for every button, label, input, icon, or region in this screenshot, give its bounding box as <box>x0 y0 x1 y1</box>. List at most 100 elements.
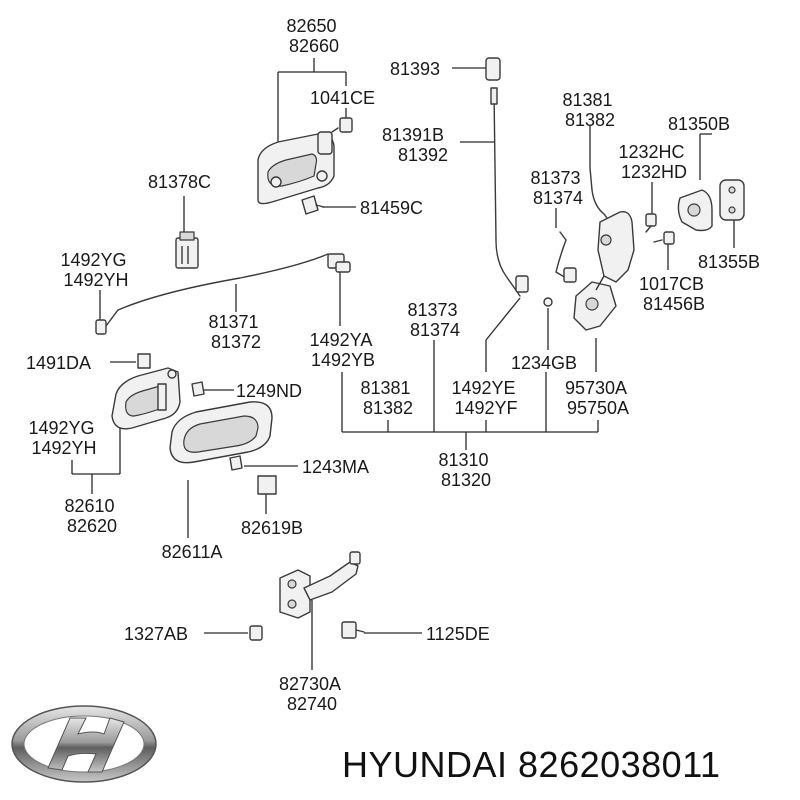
callout-81373-mid: 81373 81374 <box>407 300 462 340</box>
callout-81378c: 81378C <box>148 172 211 192</box>
label-line: 1232HC <box>618 142 684 162</box>
screw-1243ma <box>229 455 243 471</box>
callout-81381-mid: 81381 81382 <box>360 378 415 418</box>
bolt-1125de <box>341 621 365 639</box>
callout-1492yg-lower: 1492YG 1492YH <box>28 418 99 458</box>
lock-rod-part <box>485 57 521 297</box>
callout-82730a: 82730A 82740 <box>279 674 345 714</box>
screw-81459c <box>301 195 325 215</box>
door-latch-assembly <box>573 211 635 331</box>
label-line: 1492YH <box>31 438 96 458</box>
label-line: 81350B <box>668 114 730 134</box>
inside-handle-housing <box>111 367 181 430</box>
label-line: 81378C <box>148 172 211 192</box>
callout-1234gb: 1234GB <box>511 353 577 373</box>
label-line: 81373 <box>407 300 457 320</box>
label-line: 81371 <box>208 312 258 332</box>
label-line: 1041CE <box>310 88 375 108</box>
label-line: 82620 <box>67 516 117 536</box>
label-line: 1017CB <box>639 274 704 294</box>
callout-1041ce: 1041CE <box>310 88 375 108</box>
label-line: 81381 <box>562 90 612 110</box>
callout-81355b: 81355B <box>698 252 760 272</box>
label-line: 1492YF <box>454 398 517 418</box>
hyundai-logo-icon <box>11 705 157 783</box>
callout-1232hc: 1232HC 1232HD <box>618 142 689 182</box>
bolt-1232hc <box>645 213 657 233</box>
label-line: 82619B <box>241 518 303 538</box>
label-line: 1492YG <box>28 418 94 438</box>
label-line: 81393 <box>390 59 440 79</box>
bolt-1017cb <box>653 231 675 245</box>
inside-handle-bezel <box>169 401 273 464</box>
brand-part-number: HYUNDAI 8262038011 <box>342 744 721 785</box>
label-line: 81320 <box>441 470 491 490</box>
callout-1492yg-upper: 1492YG 1492YH <box>60 250 131 290</box>
callout-81459c: 81459C <box>360 198 423 218</box>
callout-81381-top: 81381 81382 <box>562 90 617 130</box>
callout-95730a: 95730A 95750A <box>565 378 631 418</box>
key-cylinder-81378c <box>175 231 199 269</box>
clip-1491da <box>137 353 151 369</box>
callout-1125de: 1125DE <box>426 624 490 644</box>
door-checker-part <box>279 551 361 619</box>
label-line: 82740 <box>287 694 337 714</box>
label-line: 95730A <box>565 378 627 398</box>
label-line: 1492YB <box>311 350 375 370</box>
label-line: 81381 <box>360 378 410 398</box>
screw-1041ce <box>331 117 353 133</box>
callout-1491da: 1491DA <box>26 353 91 373</box>
callout-1243ma: 1243MA <box>302 457 369 477</box>
label-line: 81382 <box>565 110 615 130</box>
label-line: 81392 <box>398 145 448 165</box>
cable-rod-part <box>95 253 351 335</box>
label-line: 81374 <box>410 320 460 340</box>
callout-1327ab: 1327AB <box>124 624 188 644</box>
label-line: 1234GB <box>511 353 577 373</box>
callout-82650: 82650 82660 <box>286 16 341 56</box>
bolt-1327ab <box>249 625 263 641</box>
label-line: 1327AB <box>124 624 188 644</box>
label-line: 81374 <box>533 188 583 208</box>
label-line: 81391B <box>382 125 444 145</box>
callout-1492ye: 1492YE 1492YF <box>451 378 520 418</box>
label-line: 95750A <box>567 398 629 418</box>
callout-81310: 81310 81320 <box>438 450 493 490</box>
label-line: 82611A <box>162 542 223 562</box>
label-line: 81456B <box>643 294 705 314</box>
label-line: 1492YG <box>60 250 126 270</box>
part-labels: 82650 82660 1041CE 81378C 81459C 81393 8… <box>26 16 760 714</box>
label-line: 1492YH <box>63 270 128 290</box>
callout-81391b: 81391B 81392 <box>382 125 449 165</box>
striker-part <box>677 179 745 232</box>
label-line: 81310 <box>438 450 488 470</box>
callout-82611a: 82611A <box>162 542 223 562</box>
label-line: 81459C <box>360 198 423 218</box>
label-line: 81382 <box>363 398 413 418</box>
callout-82619b: 82619B <box>241 518 303 538</box>
label-line: 82610 <box>64 496 114 516</box>
outside-handle-part <box>257 131 335 205</box>
link-rods-part <box>515 167 611 307</box>
callout-81350b: 81350B <box>668 114 730 134</box>
label-line: 1243MA <box>302 457 369 477</box>
label-line: 1249ND <box>236 381 302 401</box>
label-line: 81355B <box>698 252 760 272</box>
label-line: 1492YA <box>310 330 373 350</box>
callout-81393: 81393 <box>390 59 440 79</box>
callout-81371: 81371 81372 <box>208 312 263 352</box>
callout-82610: 82610 82620 <box>64 496 119 536</box>
label-line: 82660 <box>289 36 339 56</box>
callout-1492ya: 1492YA 1492YB <box>310 330 377 370</box>
label-line: 1232HD <box>621 162 687 182</box>
leader-lines <box>71 58 735 670</box>
callout-1249nd: 1249ND <box>236 381 302 401</box>
label-line: 81373 <box>530 168 580 188</box>
label-line: 82650 <box>286 16 336 36</box>
callout-1017cb: 1017CB 81456B <box>639 274 709 314</box>
label-line: 1125DE <box>426 624 490 644</box>
label-line: 81372 <box>211 332 261 352</box>
label-line: 1492YE <box>451 378 515 398</box>
label-line: 1491DA <box>26 353 91 373</box>
